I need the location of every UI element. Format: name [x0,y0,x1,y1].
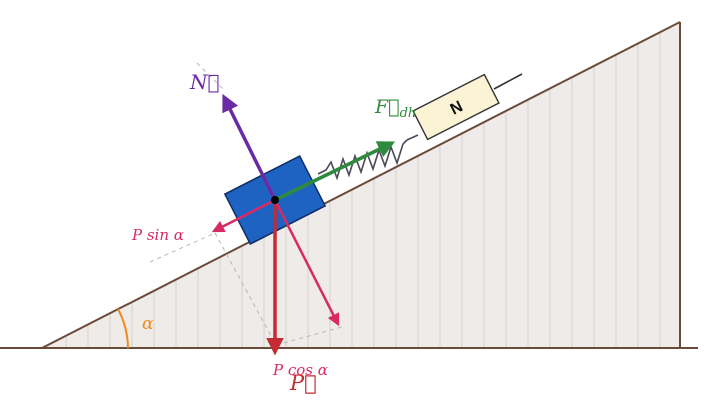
dynamometer: N [412,73,500,141]
angle-arc [117,308,129,349]
construction-lines [149,62,343,346]
spring-force-arrow [274,141,396,202]
parallel-component-arrow [211,198,276,233]
perpendicular-component-label: P cos α [272,361,328,379]
spring-connector [406,134,419,141]
normal-force-label: N⃗ [189,70,220,94]
block-center-point [271,196,279,204]
incline-slope-line [41,21,681,349]
angle-label: α [142,314,154,334]
spring-force-subscript: dh [400,106,417,121]
spring-force-symbol: F⃗ [374,96,400,118]
normal-force-arrow [222,93,277,201]
dynamometer-rod [493,73,523,90]
weight-label: P⃗ [289,371,317,395]
spring-force-label: F⃗dh [374,96,416,121]
parallel-component-label: P sin α [131,226,184,244]
perpendicular-component-arrow [273,199,340,327]
